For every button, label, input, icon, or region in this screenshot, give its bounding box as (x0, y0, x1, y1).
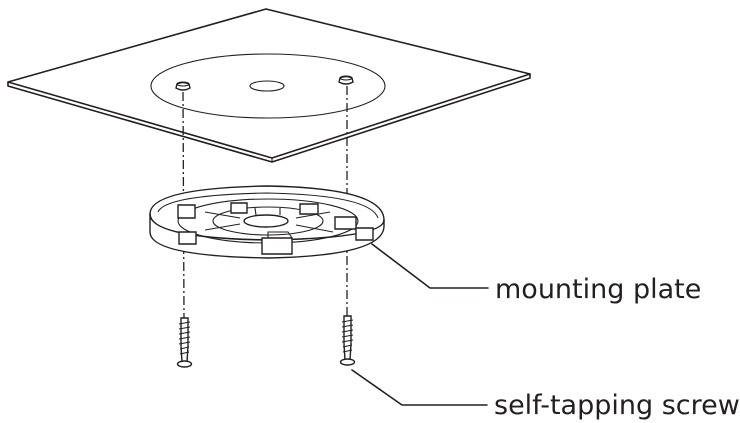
mounting-plate-leader-line (371, 243, 489, 289)
ceiling-mounting-circle (150, 53, 386, 119)
alignment-line-left (182, 91, 185, 319)
mounting-plate-label: mounting plate (495, 274, 701, 305)
screw-leader-line (351, 369, 488, 406)
ceiling-screw-anchor-left (175, 81, 191, 91)
self-tapping-screw-label: self-tapping screw (494, 390, 740, 421)
ceiling-center-hole (249, 80, 285, 92)
ceiling-screw-anchor-right (338, 75, 354, 85)
self-tapping-screw-left (176, 317, 193, 368)
self-tapping-screw-right (339, 315, 356, 366)
mounting-plate (149, 185, 385, 259)
ceiling-panel (7, 8, 531, 163)
